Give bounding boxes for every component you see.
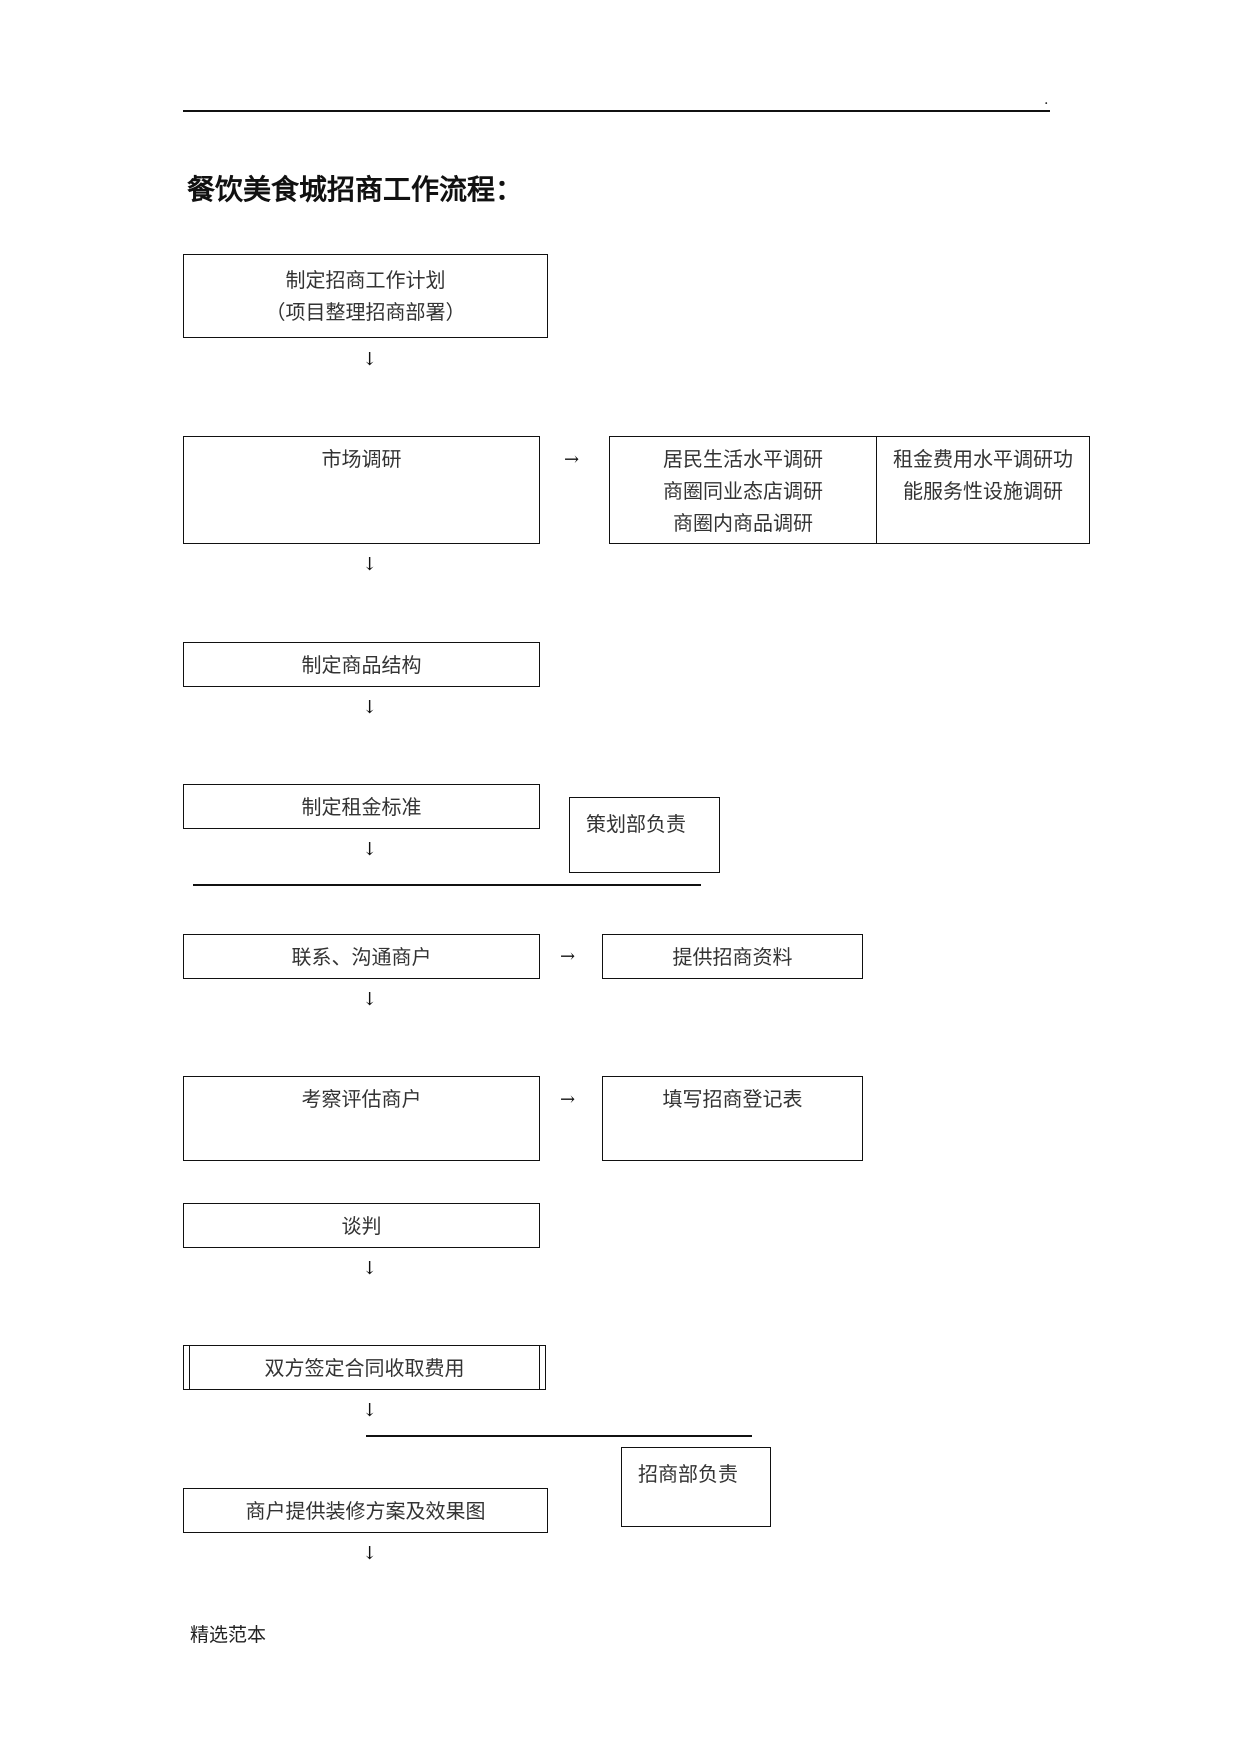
planning-dept-box: 策划部负责 bbox=[569, 797, 720, 873]
research-item: 商圈内商品调研 bbox=[673, 511, 813, 535]
fill-register-box: 填写招商登记表 bbox=[602, 1076, 863, 1161]
right-arrow-evaluate: → bbox=[560, 1089, 576, 1110]
negotiation-box: 谈判 bbox=[183, 1203, 540, 1248]
decoration-plan-box: 商户提供装修方案及效果图 bbox=[183, 1488, 548, 1533]
down-arrow-5: ↓ bbox=[362, 989, 378, 1010]
research-items-left: 居民生活水平调研 商圈同业态店调研 商圈内商品调研 bbox=[610, 443, 876, 539]
sign-contract-label: 双方签定合同收取费用 bbox=[264, 1355, 465, 1380]
down-arrow-6: ↓ bbox=[362, 1258, 378, 1279]
planning-dept-label: 策划部负责 bbox=[586, 812, 686, 836]
evaluate-merchants-label: 考察评估商户 bbox=[301, 1087, 422, 1111]
plan-box: 制定招商工作计划 （项目整理招商部署） bbox=[183, 254, 548, 338]
research-items-right: 租金费用水平调研功 能服务性设施调研 bbox=[876, 443, 1090, 507]
down-arrow-2: ↓ bbox=[362, 554, 378, 575]
investment-dept-box: 招商部负责 bbox=[621, 1447, 771, 1527]
research-items-divider bbox=[876, 437, 877, 543]
provide-materials-box: 提供招商资料 bbox=[602, 934, 863, 979]
down-arrow-1: ↓ bbox=[362, 349, 378, 370]
research-item: 租金费用水平调研功 bbox=[893, 447, 1073, 471]
section-divider-1 bbox=[193, 884, 701, 886]
negotiation-label: 谈判 bbox=[341, 1213, 382, 1238]
rent-standard-label: 制定租金标准 bbox=[301, 794, 422, 819]
footer-text: 精选范本 bbox=[190, 1624, 267, 1646]
market-research-label: 市场调研 bbox=[321, 447, 402, 471]
sign-contract-box: 双方签定合同收取费用 bbox=[183, 1345, 546, 1390]
research-item: 商圈同业态店调研 bbox=[663, 479, 823, 503]
evaluate-merchants-box: 考察评估商户 bbox=[183, 1076, 540, 1161]
header-rule bbox=[183, 110, 1050, 112]
rent-standard-box: 制定租金标准 bbox=[183, 784, 540, 829]
right-arrow-contact: → bbox=[560, 946, 576, 967]
right-arrow-research: → bbox=[564, 449, 580, 470]
contact-merchants-label: 联系、沟通商户 bbox=[291, 944, 432, 969]
fill-register-label: 填写招商登记表 bbox=[662, 1087, 803, 1111]
down-arrow-8: ↓ bbox=[362, 1543, 378, 1564]
section-divider-2 bbox=[366, 1435, 752, 1437]
plan-label: 制定招商工作计划 bbox=[285, 268, 446, 292]
product-structure-label: 制定商品结构 bbox=[301, 652, 422, 677]
product-structure-box: 制定商品结构 bbox=[183, 642, 540, 687]
down-arrow-3: ↓ bbox=[362, 697, 378, 718]
down-arrow-4: ↓ bbox=[362, 839, 378, 860]
page-title: 餐饮美食城招商工作流程： bbox=[187, 173, 524, 206]
header-dot: . bbox=[1044, 92, 1049, 108]
market-research-box: 市场调研 bbox=[183, 436, 540, 544]
contact-merchants-box: 联系、沟通商户 bbox=[183, 934, 540, 979]
research-item: 能服务性设施调研 bbox=[903, 479, 1063, 503]
provide-materials-label: 提供招商资料 bbox=[672, 944, 793, 969]
investment-dept-label: 招商部负责 bbox=[638, 1462, 738, 1486]
decoration-plan-label: 商户提供装修方案及效果图 bbox=[245, 1498, 486, 1523]
research-item: 居民生活水平调研 bbox=[663, 447, 823, 471]
down-arrow-7: ↓ bbox=[362, 1400, 378, 1421]
research-items-box: 居民生活水平调研 商圈同业态店调研 商圈内商品调研 租金费用水平调研功 能服务性… bbox=[609, 436, 1090, 544]
plan-sublabel: （项目整理招商部署） bbox=[265, 300, 466, 324]
